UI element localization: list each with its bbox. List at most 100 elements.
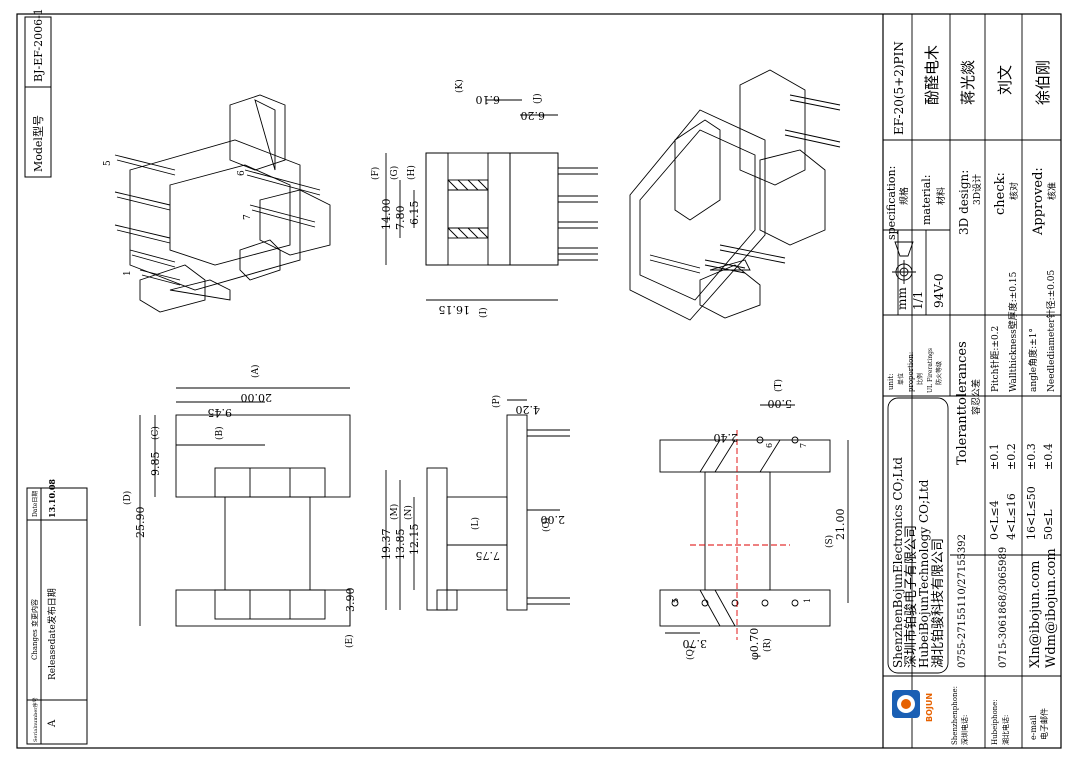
proportion-cn: 比例 — [916, 373, 924, 385]
design-cn: 3D设计 — [971, 174, 983, 205]
proportion-label: proportion: — [907, 352, 915, 392]
unit-label: unit: — [887, 374, 895, 390]
dim-12-15: 12.15 — [408, 524, 421, 556]
tol-row-3-value: ±0.3 — [1025, 443, 1038, 470]
rev-header-date: Date日期 — [31, 491, 39, 517]
unit-value: mm — [895, 287, 909, 310]
pin-label-bottom-7: 7 — [799, 443, 808, 448]
pin-label-bottom-1: 1 — [803, 598, 812, 603]
letter-R: (R) — [762, 638, 773, 652]
approved-label: Approved: — [1031, 167, 1046, 236]
spec-label: specification: — [885, 166, 898, 240]
letter-P: (P) — [491, 395, 502, 408]
dim-25-90: 25.90 — [134, 507, 147, 539]
dim-7-75: 7.75 — [476, 549, 501, 562]
needle-tolerance: Needlediameter针径:±0.05 — [1045, 270, 1057, 392]
rev-date: 13.10.08 — [47, 479, 57, 518]
check-cn: 核对 — [1008, 182, 1020, 200]
rev-header-changes: Changes 变更内容 — [30, 599, 39, 660]
tol-row-4-range: 50≤L — [1042, 509, 1055, 540]
letter-K: (K) — [454, 79, 465, 93]
pitch-tolerance: Pitch针距:±0.2 — [989, 326, 1001, 392]
letter-C: (C) — [150, 426, 161, 440]
model-box: Model型号 BJ-EF-2006-1 — [24, 8, 52, 178]
ul-value: 94V-0 — [932, 273, 946, 308]
letter-E: (E) — [344, 634, 355, 648]
check-label: check: — [993, 172, 1008, 215]
email-1: Xln@ibojun.com — [1028, 561, 1043, 668]
dim-phi-0-70: φ0.70 — [748, 628, 761, 660]
side-view — [385, 399, 570, 611]
isometric-view-top-left — [114, 94, 331, 313]
title-block-text: specification: 规格 EF-20(5+2)PIN material… — [885, 41, 1059, 745]
shenzhen-phone-label: Shenzhenphone: — [951, 686, 959, 745]
hubei-phone-cn: 湖北电话: — [1001, 715, 1010, 745]
material-label: material: — [920, 175, 933, 225]
dim-21-00: 21.00 — [834, 509, 847, 541]
email-label: e-mail — [1029, 715, 1038, 740]
design-value: 蒋光燚 — [959, 60, 977, 105]
letter-Q: (Q) — [685, 646, 696, 660]
tol-row-4-value: ±0.4 — [1042, 443, 1055, 470]
dim-2-40: 2.40 — [714, 431, 739, 444]
approved-cn: 核准 — [1046, 182, 1058, 200]
dim-19-37: 19.37 — [380, 529, 393, 561]
letter-O: (O) — [541, 518, 552, 532]
dim-2-00: 2.00 — [541, 513, 566, 526]
dim-9-45: 9.45 — [208, 406, 233, 419]
dim-6-20: 6.20 — [521, 109, 546, 122]
dim-5-00: 5.00 — [768, 397, 793, 410]
tol-row-2-range: 4<L≤16 — [1005, 493, 1018, 540]
dim-13-85: 13.85 — [394, 529, 407, 561]
dim-6-15: 6.15 — [408, 201, 421, 226]
tol-row-1-range: 0<L≤4 — [988, 500, 1001, 540]
letter-N: (N) — [403, 505, 414, 520]
tolerance-title: Toleranttolerances — [955, 341, 970, 465]
side-section-view — [385, 99, 598, 301]
proportion-value: 1/1 — [911, 291, 925, 310]
unit-cn: 单位 — [897, 373, 905, 385]
email-2: Wdm@ibojun.com — [1044, 548, 1059, 668]
hubei-phone-label: Hubeiphone: — [991, 699, 999, 745]
isometric-view-top-right — [629, 69, 841, 321]
shenzhen-phone-cn: 深圳电话: — [960, 715, 969, 745]
letter-S: (S) — [824, 535, 835, 548]
dim-6-10: 6.10 — [476, 93, 501, 106]
rev-serial: A — [47, 719, 58, 728]
check-value: 刘文 — [996, 65, 1014, 95]
company2-cn: 湖北铂骏科技有限公司 — [930, 538, 946, 668]
letter-B: (B) — [214, 426, 225, 440]
model-label: Model型号 — [31, 115, 45, 172]
dim-3-90: 3.90 — [344, 588, 357, 613]
pin-label-5: 5 — [103, 160, 113, 166]
approved-value: 徐伯刚 — [1034, 60, 1052, 105]
letter-A: (A) — [250, 364, 261, 378]
revision-table: Serialnumber序号 Changes 变更内容 Date日期 A Rel… — [26, 479, 88, 745]
email-cn: 电子邮件 — [1039, 708, 1049, 740]
pin-label-7: 7 — [243, 214, 253, 220]
ul-label: UL Fireratings — [927, 348, 934, 393]
center-lines — [690, 430, 790, 640]
letter-T: (T) — [773, 379, 784, 392]
dim-7-80: 7.80 — [394, 206, 407, 231]
dim-20-00: 20.00 — [241, 391, 273, 404]
pin-label-bottom-5: 5 — [671, 598, 680, 603]
projection-symbol — [892, 241, 916, 284]
letter-G: (G) — [389, 166, 400, 180]
dim-9-85: 9.85 — [149, 452, 162, 477]
dim-3-70: 3.70 — [683, 637, 708, 650]
title-block — [883, 14, 1061, 748]
rev-change: Releasedate发布日期 — [46, 588, 58, 680]
dim-14-00: 14.00 — [380, 199, 393, 231]
company1-en: ShenzhenBojunElectronics CO;Ltd — [891, 457, 905, 668]
hubei-phone-value: 0715-3061868/3065989 — [998, 547, 1009, 668]
tol-row-2-value: ±0.2 — [1005, 443, 1018, 470]
sheet-border — [16, 13, 1062, 749]
spec-value: EF-20(5+2)PIN — [892, 41, 906, 135]
wall-tolerance: Wallthickness壁厚度:±0.15 — [1007, 271, 1019, 392]
letter-F: (F) — [370, 167, 381, 180]
letter-M: (M) — [389, 504, 400, 520]
company2-en: HubeiBojunTechnology CO;Ltd — [917, 479, 931, 668]
bojun-logo: BOJUN — [892, 690, 934, 722]
